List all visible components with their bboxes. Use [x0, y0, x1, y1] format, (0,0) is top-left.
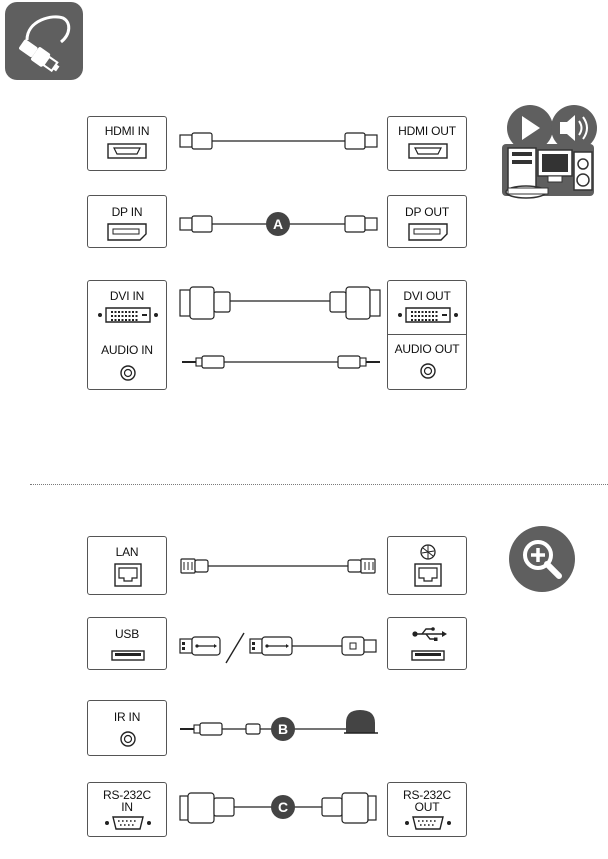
dvi-port-icon [98, 307, 158, 381]
dp-out-port: DP OUT [387, 195, 467, 248]
audio-out-label: AUDIO OUT [394, 342, 460, 356]
lan-port: LAN [87, 536, 167, 595]
ir-in-label: IR IN [113, 710, 141, 724]
rs232c-in-label-line1: RS-232C [103, 788, 151, 802]
section-divider [30, 484, 608, 485]
media-pc-icon [498, 104, 604, 204]
ir-in-port: IR IN [87, 700, 167, 756]
panel-divider [388, 334, 466, 335]
dvi-port-icon [398, 307, 458, 379]
displayport-icon [107, 223, 147, 241]
usb-port: USB [87, 617, 167, 670]
serial-port-icon [105, 816, 151, 830]
rs232c-out-label-line2: OUT [414, 800, 440, 814]
dvi-audio-out-panel: DVI OUT AUDIO OUT [387, 280, 467, 390]
badge-a-label: A [272, 216, 284, 232]
usb-label: USB [114, 627, 140, 641]
badge-c-label: C [277, 799, 289, 815]
hdmi-port-icon [107, 143, 147, 159]
hdmi-port-icon [408, 143, 448, 159]
rs232c-in-port: RS-232C IN [87, 782, 167, 837]
serial-port-icon [405, 816, 451, 830]
hdmi-in-port: HDMI IN [87, 116, 167, 171]
rs232c-in-label-line2: IN [121, 800, 133, 814]
dvi-in-label: DVI IN [109, 289, 145, 303]
cable-connect-icon [5, 2, 83, 80]
audio-in-label: AUDIO IN [101, 343, 153, 357]
ir-jack-icon [120, 731, 136, 747]
ethernet-port-icon [114, 563, 142, 587]
zoom-in-icon [509, 526, 575, 592]
lan-label: LAN [115, 545, 139, 559]
badge-b-label: B [277, 721, 289, 737]
dp-in-port: DP IN [87, 195, 167, 248]
displayport-icon [408, 223, 448, 241]
usb-port-icon [111, 650, 145, 661]
hdmi-out-label: HDMI OUT [398, 124, 456, 138]
dp-in-label: DP IN [111, 205, 143, 219]
usb-symbol-icon [411, 627, 447, 661]
dvi-out-label: DVI OUT [403, 289, 451, 303]
ethernet-port-icon [414, 544, 442, 587]
lan-out-port [387, 536, 467, 595]
rs232c-out-port: RS-232C OUT [387, 782, 467, 837]
hdmi-in-label: HDMI IN [104, 124, 150, 138]
rs232c-out-label-line1: RS-232C [403, 788, 451, 802]
usb-out-port [387, 617, 467, 670]
hdmi-out-port: HDMI OUT [387, 116, 467, 171]
dvi-audio-in-panel: DVI IN AUDIO IN [87, 280, 167, 390]
dp-out-label: DP OUT [405, 205, 449, 219]
